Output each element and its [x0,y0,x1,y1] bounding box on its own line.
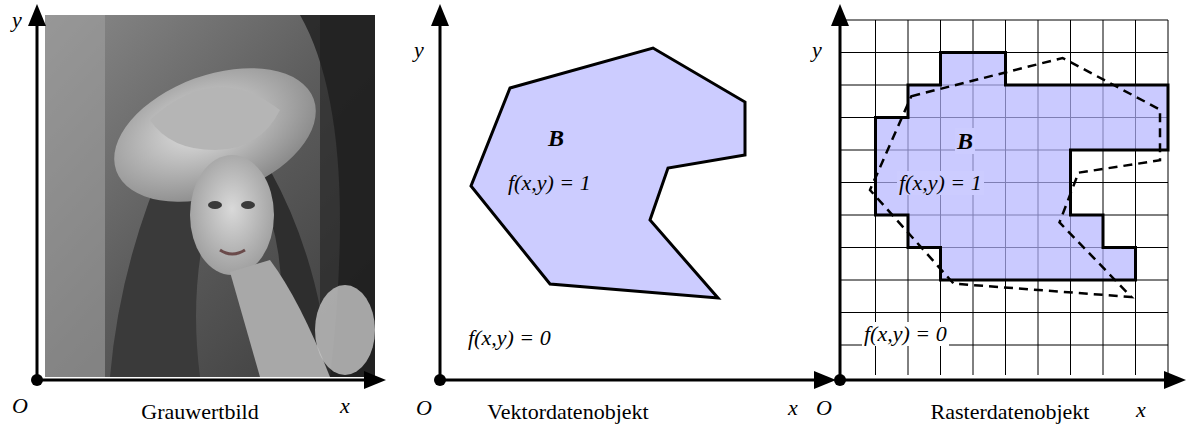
function-value: f(x,y) = 1 [897,171,984,195]
coordinate-axes [28,4,1186,389]
axis-label: x [786,396,800,420]
vector-region: Bf(x,y) = 1 [468,45,748,301]
axis-label: y [810,38,824,62]
axis-label: y [10,8,24,32]
region-name: B [955,128,975,154]
panel-caption: Rasterdatenobjekt [929,400,1092,424]
region-shape [876,53,1169,281]
vector-outline-dashed [870,58,1160,297]
origin-label: O [814,396,834,420]
raster-region: Bf(x,y) = 1 [873,50,1170,282]
function-value: f(x,y) = 1 [506,171,593,195]
function-value: f(x,y) = 0 [466,326,553,350]
origin-label: O [10,394,30,418]
region-shape [471,48,745,298]
region-name: B [546,125,566,151]
axis-label: x [1134,398,1148,422]
function-value: f(x,y) = 0 [862,322,949,346]
grey-photo [45,15,375,377]
panel-caption: Grauwertbild [139,400,260,424]
axis-label: x [338,394,352,418]
raster-grid [840,20,1168,375]
region-outline [873,50,1170,282]
axis-label: y [412,38,426,62]
origin-label: O [414,396,434,420]
panel-caption: Vektordatenobjekt [485,400,650,424]
